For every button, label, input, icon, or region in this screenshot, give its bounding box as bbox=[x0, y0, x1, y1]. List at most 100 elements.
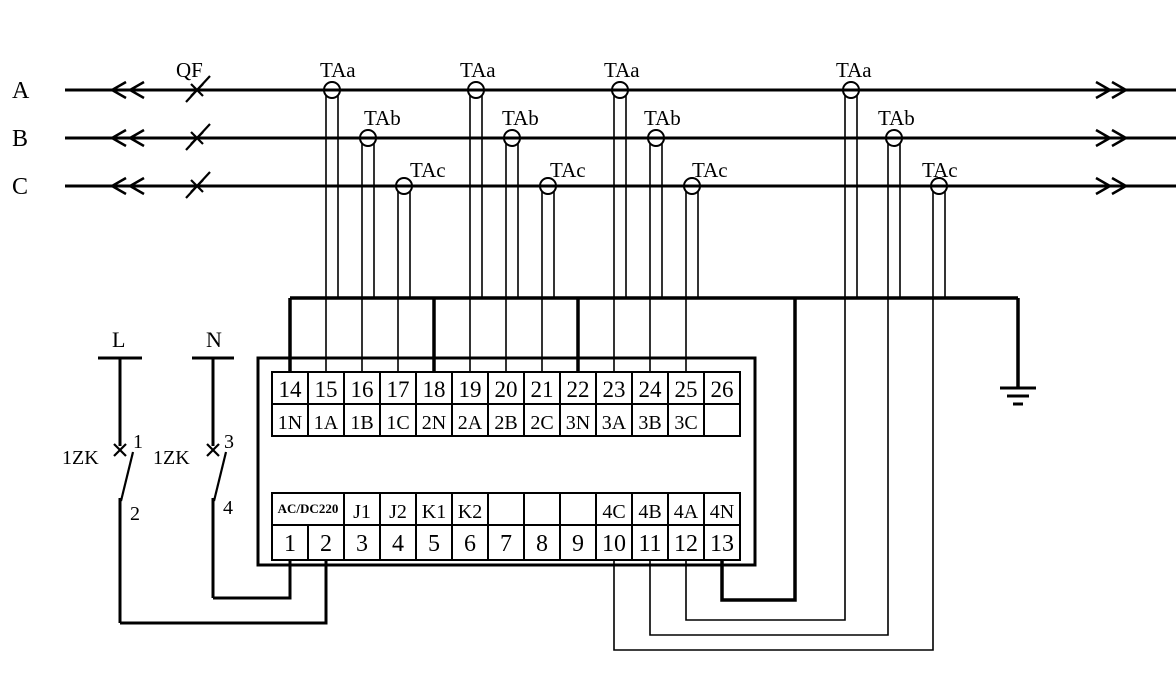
terminal-label-acdc: AC/DC220 bbox=[278, 501, 339, 516]
terminal-label: 2A bbox=[458, 412, 483, 434]
terminal-number: 16 bbox=[351, 377, 374, 402]
supply-switch-l: L 1ZK 1 2 bbox=[62, 327, 328, 625]
terminal-number: 15 bbox=[315, 377, 338, 402]
terminal-label: 4C bbox=[602, 501, 625, 523]
switch-blade-n bbox=[212, 451, 228, 502]
ct-tab3-icon bbox=[647, 129, 665, 147]
terminal-strip-bottom: AC/DC220 J1 J2 K1 K2 4C 4B 4A 4N 1 2 3 4… bbox=[271, 492, 741, 561]
contact-number-1: 1 bbox=[133, 431, 143, 453]
ct-label-g3-c: TAc bbox=[692, 158, 728, 182]
contact-number-4: 4 bbox=[223, 497, 233, 519]
terminal-label: J2 bbox=[389, 501, 407, 523]
ct-group-3: TAa TAb TAc bbox=[604, 58, 728, 372]
ct-tab2-icon bbox=[503, 129, 521, 147]
ct-label-g2-c: TAc bbox=[550, 158, 586, 182]
neutral-bus bbox=[288, 296, 1018, 602]
terminal-block-outline bbox=[256, 356, 757, 567]
ct-group-2: TAa TAb TAc bbox=[460, 58, 586, 372]
ct-label-g3-a: TAa bbox=[604, 58, 640, 82]
terminal-label: 4A bbox=[674, 501, 699, 523]
terminal-number: 10 bbox=[602, 531, 626, 557]
terminal-number: 2 bbox=[320, 531, 332, 557]
breaker-contact-a bbox=[185, 75, 211, 103]
ct-taa4-icon bbox=[842, 81, 860, 99]
ct-tab1-icon bbox=[359, 129, 377, 147]
terminal-label: 4B bbox=[638, 501, 661, 523]
ct-taa1-icon bbox=[323, 81, 341, 99]
terminal-label: 4N bbox=[710, 501, 734, 523]
breaker-label: QF bbox=[176, 58, 203, 82]
phase-lines: A B C bbox=[12, 78, 1176, 200]
terminal-number: 20 bbox=[495, 377, 518, 402]
contact-number-2: 2 bbox=[130, 503, 140, 525]
terminal-label: 3A bbox=[602, 412, 627, 434]
ct-group-1: TAa TAb TAc bbox=[320, 58, 446, 372]
ct-label-g4-a: TAa bbox=[836, 58, 872, 82]
ct-label-g2-a: TAa bbox=[460, 58, 496, 82]
terminal-label: 1A bbox=[314, 412, 339, 434]
neutral-label: N bbox=[206, 327, 222, 352]
ct-label-g2-b: TAb bbox=[502, 106, 539, 130]
terminal-label: K1 bbox=[422, 501, 446, 523]
ct-label-g1-b: TAb bbox=[364, 106, 401, 130]
terminal-label: 1C bbox=[386, 412, 409, 434]
line-continuation-arrows-left bbox=[109, 80, 145, 196]
live-label: L bbox=[112, 327, 125, 352]
ct-tac3-icon bbox=[683, 177, 701, 195]
terminal-number: 17 bbox=[387, 377, 410, 402]
terminal-number: 23 bbox=[603, 377, 626, 402]
switch-blade-l bbox=[119, 451, 135, 502]
ct-label-g3-b: TAb bbox=[644, 106, 681, 130]
ct-label-g1-a: TAa bbox=[320, 58, 356, 82]
breaker-contact-b bbox=[185, 123, 211, 151]
terminal-label: 2B bbox=[494, 412, 517, 434]
switch-l-label: 1ZK bbox=[62, 447, 99, 469]
ct-taa2-icon bbox=[467, 81, 485, 99]
terminal-number: 9 bbox=[572, 531, 584, 557]
terminal-number: 7 bbox=[500, 531, 512, 557]
terminal-number: 21 bbox=[531, 377, 554, 402]
terminal-number: 5 bbox=[428, 531, 440, 557]
terminal-number: 1 bbox=[284, 531, 296, 557]
contact-number-3: 3 bbox=[224, 431, 234, 453]
line-continuation-arrows-right bbox=[1095, 80, 1129, 196]
terminal-block: 14 15 16 17 18 19 20 21 22 23 24 25 26 1… bbox=[256, 356, 757, 567]
terminal-number: 25 bbox=[675, 377, 698, 402]
terminal-label: 3C bbox=[674, 412, 697, 434]
ct-label-g1-c: TAc bbox=[410, 158, 446, 182]
phase-c-label: C bbox=[12, 174, 28, 200]
terminal-label: J1 bbox=[353, 501, 371, 523]
terminal-number: 6 bbox=[464, 531, 476, 557]
terminal-label: 2C bbox=[530, 412, 553, 434]
ct-tac4-icon bbox=[930, 177, 948, 195]
phase-a-label: A bbox=[12, 78, 30, 104]
terminal-label: 1B bbox=[350, 412, 373, 434]
phase-b-label: B bbox=[12, 126, 28, 152]
ground-symbol bbox=[1000, 298, 1036, 406]
ct-tac2-icon bbox=[539, 177, 557, 195]
breaker-contact-c bbox=[185, 171, 211, 199]
ct-taa3-icon bbox=[611, 81, 629, 99]
terminal-number: 22 bbox=[567, 377, 590, 402]
terminal-number: 3 bbox=[356, 531, 368, 557]
terminal-label: 3B bbox=[638, 412, 661, 434]
ct-group-4: TAa TAb TAc bbox=[613, 58, 958, 651]
terminal-label: 2N bbox=[422, 412, 446, 434]
ct-label-g4-b: TAb bbox=[878, 106, 915, 130]
ct-label-g4-c: TAc bbox=[922, 158, 958, 182]
terminal-number: 19 bbox=[459, 377, 482, 402]
terminal-label: 1N bbox=[278, 412, 302, 434]
breaker-qf: QF bbox=[176, 58, 211, 199]
terminal-number: 18 bbox=[423, 377, 446, 402]
ct-tac1-icon bbox=[395, 177, 413, 195]
supply-switch-n: N 1ZK 3 4 bbox=[153, 327, 292, 600]
ct-tab4-icon bbox=[885, 129, 903, 147]
terminal-label: 3N bbox=[566, 412, 590, 434]
terminal-number: 24 bbox=[639, 377, 663, 402]
terminal-number: 4 bbox=[392, 531, 404, 557]
terminal-strip-top: 14 15 16 17 18 19 20 21 22 23 24 25 26 1… bbox=[271, 371, 741, 437]
terminal-number: 26 bbox=[711, 377, 734, 402]
